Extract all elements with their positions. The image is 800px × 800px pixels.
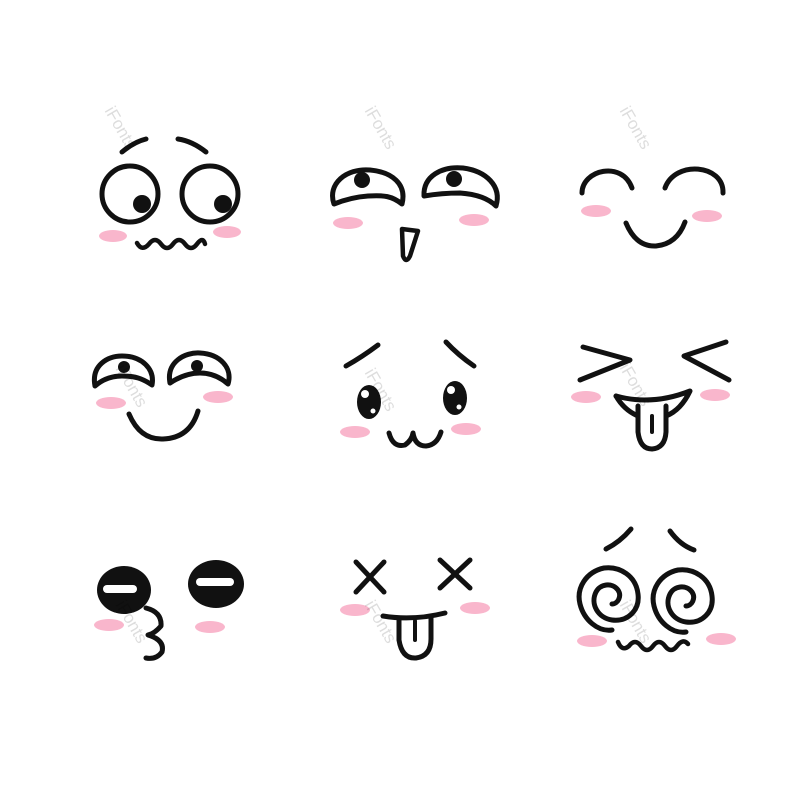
- worried-cat-mouth-face-icon: [340, 339, 481, 449]
- kiss-face-icon: [94, 560, 244, 661]
- dizzy-spiral-eyes-face-icon: [576, 526, 736, 653]
- smug-smile-face-icon: [91, 350, 233, 442]
- side-eye-face-icon: [330, 165, 500, 263]
- squint-tongue-out-face-icon: [571, 339, 732, 452]
- happy-closed-eyes-face-icon: [579, 166, 726, 249]
- nervous-face-icon: [99, 136, 241, 251]
- dead-x-eyes-tongue-face-icon: [340, 557, 490, 661]
